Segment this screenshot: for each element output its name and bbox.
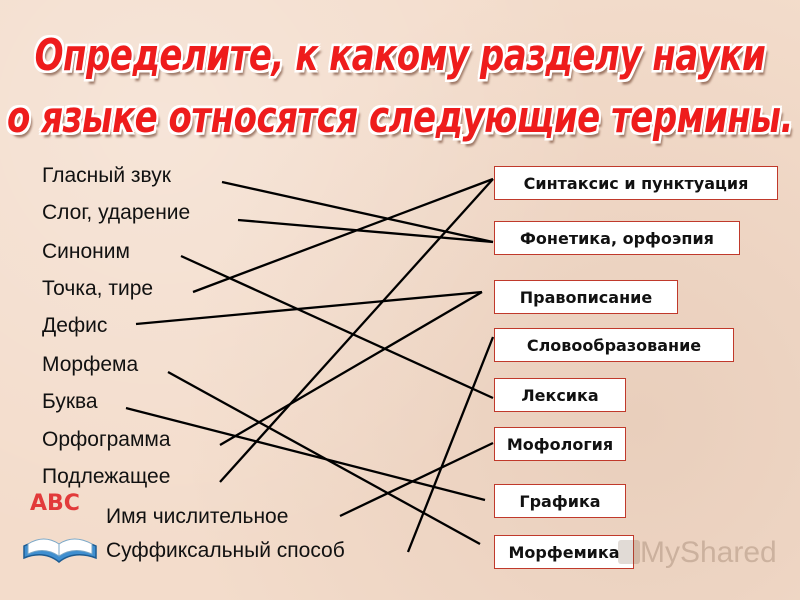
term-orthogram: Орфограмма <box>42 428 171 451</box>
connection-line-4 <box>135 290 483 326</box>
term-syllable-stress: Слог, ударение <box>42 201 191 224</box>
section-phonetics: Фонетика, орфоэпия <box>494 221 740 255</box>
section-spelling: Правописание <box>494 280 678 314</box>
title-line-1: Определите, к какому разделу науки <box>34 30 766 82</box>
connection-line-0 <box>221 180 494 244</box>
connection-line-1 <box>237 218 494 244</box>
term-numeral: Имя числительное <box>106 505 289 528</box>
section-lexicon: Лексика <box>494 378 626 412</box>
abc-book-icon: ABC <box>23 491 97 563</box>
term-hyphen: Дефис <box>42 314 108 337</box>
section-morphemics: Морфемика <box>494 535 634 569</box>
connection-line-3 <box>192 177 494 294</box>
section-word-formation: Словообразование <box>494 328 734 362</box>
logo-letter-a: ABC <box>30 491 80 516</box>
title-line-2: о языке относятся следующие термины. <box>7 92 793 144</box>
connection-line-9 <box>339 441 494 518</box>
section-graphics: Графика <box>494 484 626 518</box>
term-vowel-sound: Гласный звук <box>42 164 171 187</box>
section-morphology: Мофология <box>494 427 626 461</box>
connection-line-6 <box>125 406 486 502</box>
connection-line-10 <box>406 336 495 553</box>
watermark-icon <box>618 540 640 564</box>
watermark-text: MyShared <box>640 536 777 569</box>
term-synonym: Синоним <box>42 240 130 263</box>
term-period-dash: Точка, тире <box>42 277 154 300</box>
term-suffix-method: Суффиксальный способ <box>106 539 345 562</box>
term-subject: Подлежащее <box>42 465 171 488</box>
connection-line-2 <box>180 254 494 400</box>
term-letter: Буква <box>42 390 98 413</box>
term-morpheme: Морфема <box>42 353 139 376</box>
section-syntax-punctuation: Синтаксис и пунктуация <box>494 166 778 200</box>
connection-line-7 <box>219 291 483 446</box>
connection-line-8 <box>219 178 494 483</box>
